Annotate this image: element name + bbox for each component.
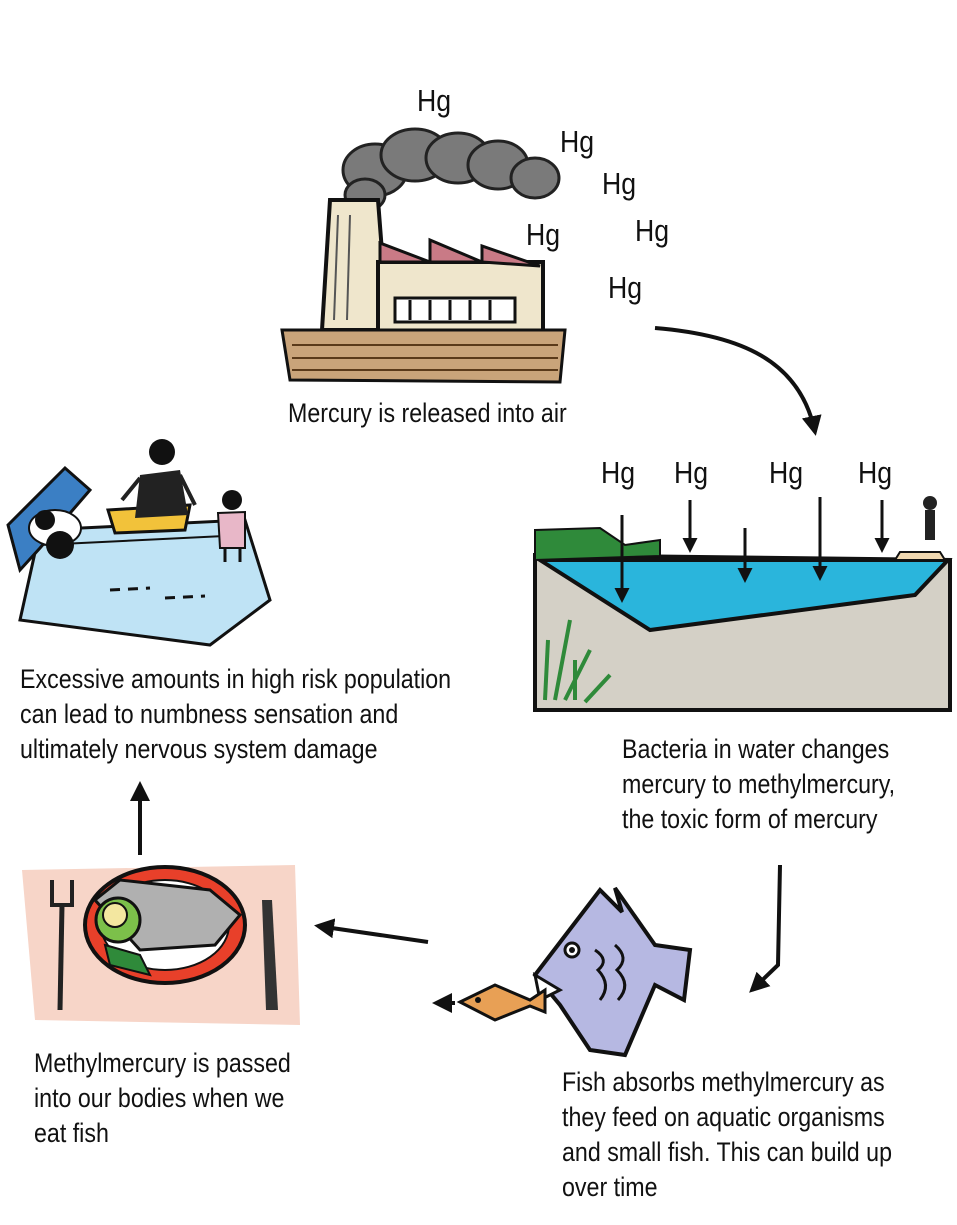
step-water-line: mercury to methylmercury, xyxy=(622,769,896,799)
step-eat-label: Methylmercury is passed into our bodies … xyxy=(34,1046,291,1151)
hg-symbol: Hg xyxy=(674,455,709,490)
hg-symbol: Hg xyxy=(769,455,804,490)
step-water-label: Bacteria in water changes mercury to met… xyxy=(622,732,895,837)
hg-symbol: Hg xyxy=(635,213,670,248)
step-air-label: Mercury is released into air xyxy=(288,396,567,431)
step-fish-line: they feed on aquatic organisms xyxy=(562,1102,885,1132)
step-eat-line: Methylmercury is passed xyxy=(34,1048,291,1078)
cycle-arrows xyxy=(130,326,822,1013)
lake-icon xyxy=(533,496,953,712)
hg-symbol: Hg xyxy=(608,270,643,305)
step-eat-line: eat fish xyxy=(34,1118,109,1148)
arrow-air-to-water xyxy=(654,326,822,436)
step-fish-line: Fish absorbs methylmercury as xyxy=(562,1067,885,1097)
step-health-line: can lead to numbness sensation and xyxy=(20,699,399,729)
hg-symbol: Hg xyxy=(560,124,595,159)
step-fish-line: over time xyxy=(562,1172,658,1202)
fish-icon xyxy=(456,886,693,1058)
step-health-label: Excessive amounts in high risk populatio… xyxy=(20,662,451,767)
hg-symbol: Hg xyxy=(526,217,561,252)
hg-symbol: Hg xyxy=(858,455,893,490)
step-air-line: Mercury is released into air xyxy=(288,398,567,428)
arrow-fish-to-meal xyxy=(314,918,429,944)
step-fish-line: and small fish. This can build up xyxy=(562,1137,892,1167)
step-fish-label: Fish absorbs methylmercury as they feed … xyxy=(562,1065,892,1205)
step-eat-line: into our bodies when we xyxy=(34,1083,285,1113)
step-water-line: Bacteria in water changes xyxy=(622,734,890,764)
smoke-cloud xyxy=(341,127,561,213)
factory-icon xyxy=(280,127,567,384)
sick-person-bed-icon xyxy=(6,439,272,647)
step-water-line: the toxic form of mercury xyxy=(622,804,878,834)
step-health-line: Excessive amounts in high risk populatio… xyxy=(20,664,452,694)
step-health-line: ultimately nervous system damage xyxy=(20,734,378,764)
arrow-water-to-fish xyxy=(749,864,782,993)
hg-symbol: Hg xyxy=(601,455,636,490)
fish-meal-icon xyxy=(22,865,300,1025)
hg-symbol: Hg xyxy=(417,83,452,118)
hg-symbol: Hg xyxy=(602,166,637,201)
